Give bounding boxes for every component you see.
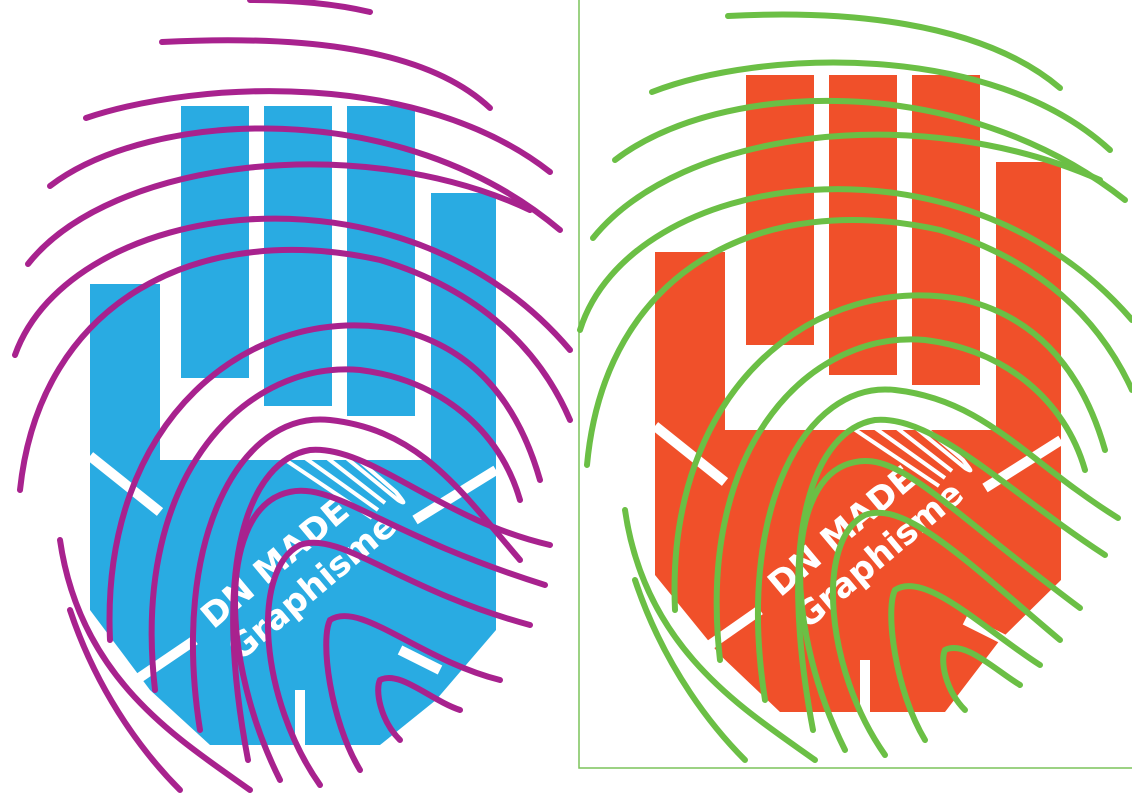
fingerprint-lines (12, 0, 573, 793)
pen-mark (843, 376, 973, 488)
hand-shape (90, 106, 496, 745)
right-panel-frame (578, 0, 1132, 769)
finger-1 (746, 75, 814, 345)
logo-right: DN MADE Graphisme (577, 11, 1132, 763)
finger-4 (996, 162, 1061, 432)
hand-cuts (86, 452, 499, 750)
fingerprint-lines (577, 11, 1132, 763)
finger-2 (829, 75, 897, 375)
logo-left: DN MADE Graphisme (12, 0, 573, 793)
thumb (655, 252, 725, 430)
thumb (90, 284, 160, 460)
finger-1 (181, 106, 249, 378)
finger-2 (264, 106, 332, 406)
finger-4 (431, 193, 496, 463)
